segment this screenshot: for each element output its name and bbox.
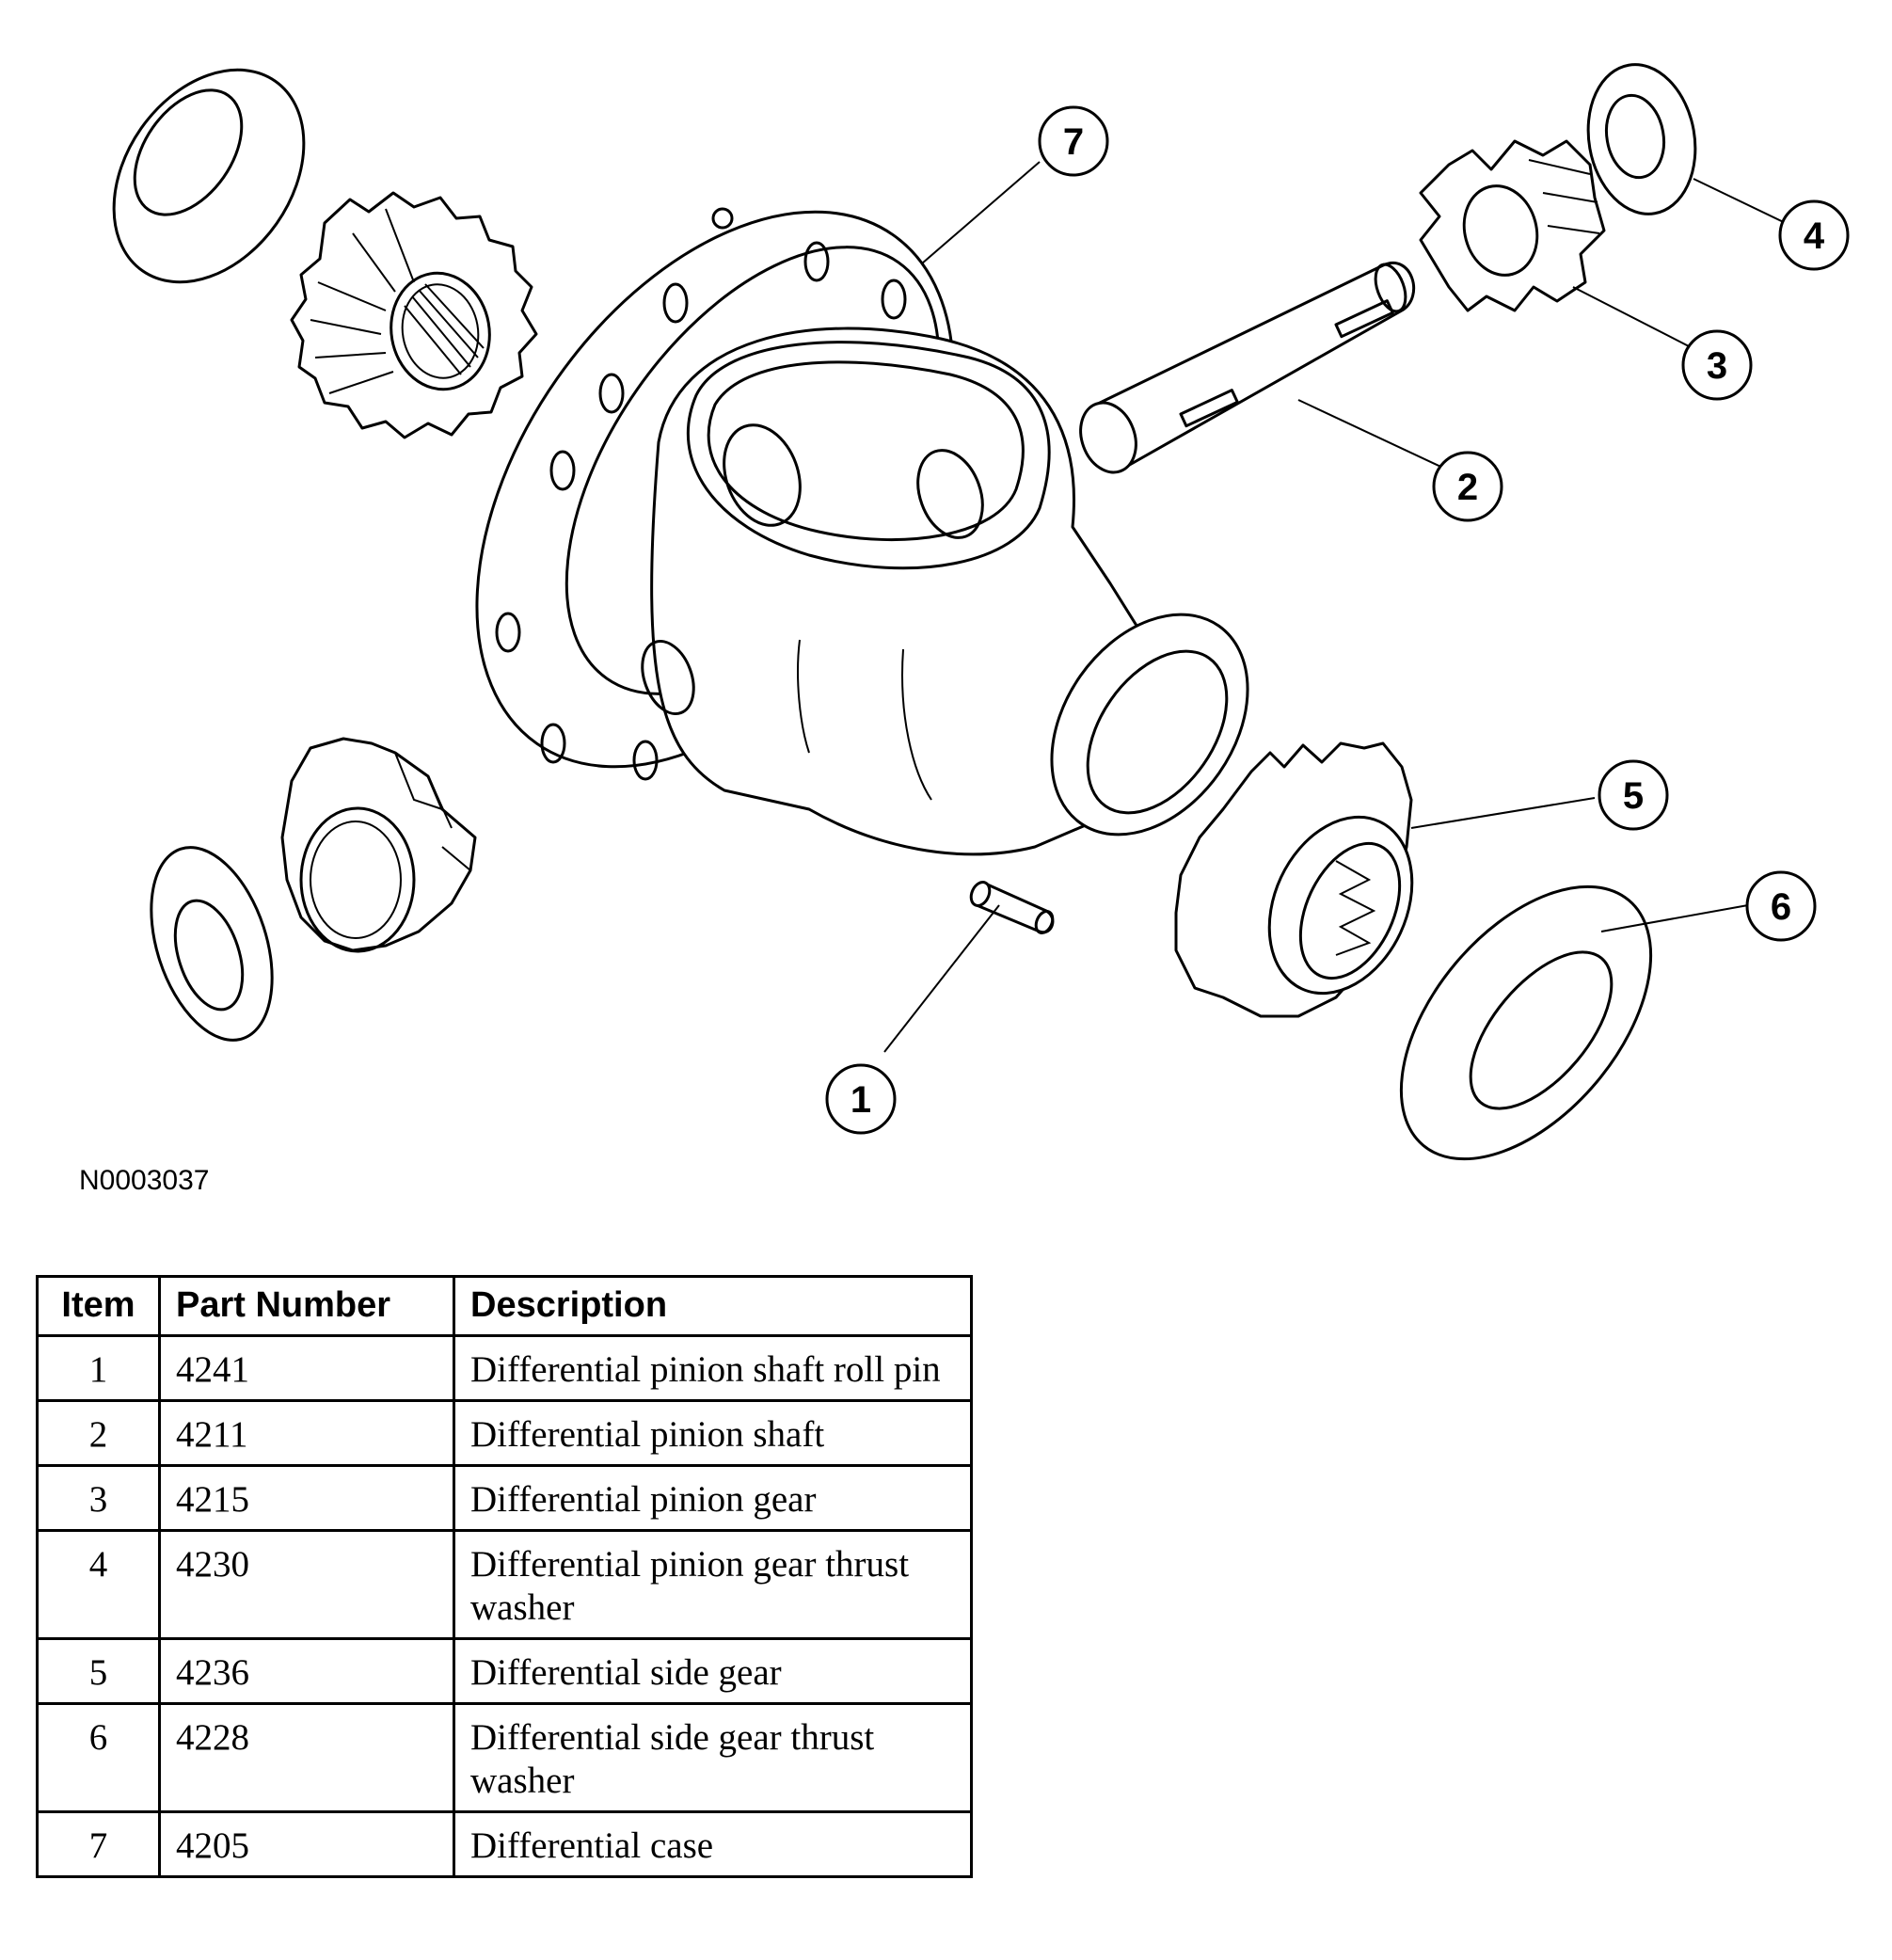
table-row: 6 4228 Differential side gear thrust was… bbox=[36, 1702, 973, 1813]
header-part-number: Part Number bbox=[158, 1275, 455, 1337]
description-cell: Differential pinion gear thrust washer bbox=[453, 1529, 973, 1640]
lower-side-gear-thrust-washer bbox=[1399, 884, 1653, 1161]
svg-text:5: 5 bbox=[1623, 775, 1644, 817]
table-header-row: Item Part Number Description bbox=[36, 1275, 973, 1337]
part-number-cell: 4205 bbox=[158, 1810, 455, 1878]
callout-5: 5 bbox=[1598, 759, 1669, 831]
svg-text:4: 4 bbox=[1804, 215, 1825, 257]
upper-side-gear-thrust-washer bbox=[112, 68, 306, 284]
upper-pinion-gear-thrust-washer bbox=[1586, 63, 1697, 215]
callout-3: 3 bbox=[1681, 329, 1753, 401]
lower-pinion-gear-thrust-washer bbox=[150, 846, 274, 1042]
description-cell: Differential pinion shaft roll pin bbox=[453, 1334, 973, 1402]
callout-2: 2 bbox=[1432, 451, 1503, 522]
part-number-cell: 4211 bbox=[158, 1399, 455, 1467]
part-number-cell: 4215 bbox=[158, 1464, 455, 1532]
table-row: 1 4241 Differential pinion shaft roll pi… bbox=[36, 1334, 973, 1402]
callout-7: 7 bbox=[1038, 105, 1109, 177]
table-row: 7 4205 Differential case bbox=[36, 1810, 973, 1878]
table-row: 3 4215 Differential pinion gear bbox=[36, 1464, 973, 1532]
description-cell: Differential case bbox=[453, 1810, 973, 1878]
item-cell: 2 bbox=[36, 1399, 161, 1467]
description-cell: Differential side gear thrust washer bbox=[453, 1702, 973, 1813]
description-cell: Differential pinion gear bbox=[453, 1464, 973, 1532]
lower-side-gear bbox=[1174, 741, 1414, 1018]
svg-text:2: 2 bbox=[1457, 467, 1478, 508]
description-cell: Differential pinion shaft bbox=[453, 1399, 973, 1467]
header-item: Item bbox=[36, 1275, 161, 1337]
header-description: Description bbox=[453, 1275, 973, 1337]
table-row: 2 4211 Differential pinion shaft bbox=[36, 1399, 973, 1467]
part-number-cell: 4236 bbox=[158, 1637, 455, 1705]
upper-pinion-gear bbox=[1419, 139, 1606, 312]
callout-4: 4 bbox=[1778, 199, 1850, 271]
item-cell: 5 bbox=[36, 1637, 161, 1705]
upper-side-gear bbox=[290, 191, 538, 439]
table-row: 5 4236 Differential side gear bbox=[36, 1637, 973, 1705]
svg-text:1: 1 bbox=[851, 1079, 871, 1121]
part-number-cell: 4230 bbox=[158, 1529, 455, 1640]
item-cell: 1 bbox=[36, 1334, 161, 1402]
callout-1: 1 bbox=[825, 1063, 897, 1135]
lower-pinion-gear bbox=[280, 737, 477, 953]
part-number-cell: 4241 bbox=[158, 1334, 455, 1402]
parts-table: Item Part Number Description 1 4241 Diff… bbox=[36, 1275, 973, 1878]
part-number-cell: 4228 bbox=[158, 1702, 455, 1813]
exploded-view-diagram: 1 2 3 4 5 6 7 bbox=[112, 63, 1850, 1161]
svg-text:7: 7 bbox=[1063, 121, 1084, 163]
differential-case bbox=[475, 207, 1249, 856]
svg-text:3: 3 bbox=[1707, 345, 1727, 387]
differential-pinion-shaft-roll-pin bbox=[969, 881, 1055, 934]
svg-text:6: 6 bbox=[1771, 886, 1791, 928]
item-cell: 3 bbox=[36, 1464, 161, 1532]
table-row: 4 4230 Differential pinion gear thrust w… bbox=[36, 1529, 973, 1640]
item-cell: 6 bbox=[36, 1702, 161, 1813]
item-cell: 7 bbox=[36, 1810, 161, 1878]
description-cell: Differential side gear bbox=[453, 1637, 973, 1705]
leader-lines bbox=[883, 161, 1796, 1053]
item-cell: 4 bbox=[36, 1529, 161, 1640]
figure-id: N0003037 bbox=[79, 1165, 210, 1196]
differential-pinion-shaft bbox=[1079, 262, 1416, 474]
callout-6: 6 bbox=[1745, 870, 1817, 942]
